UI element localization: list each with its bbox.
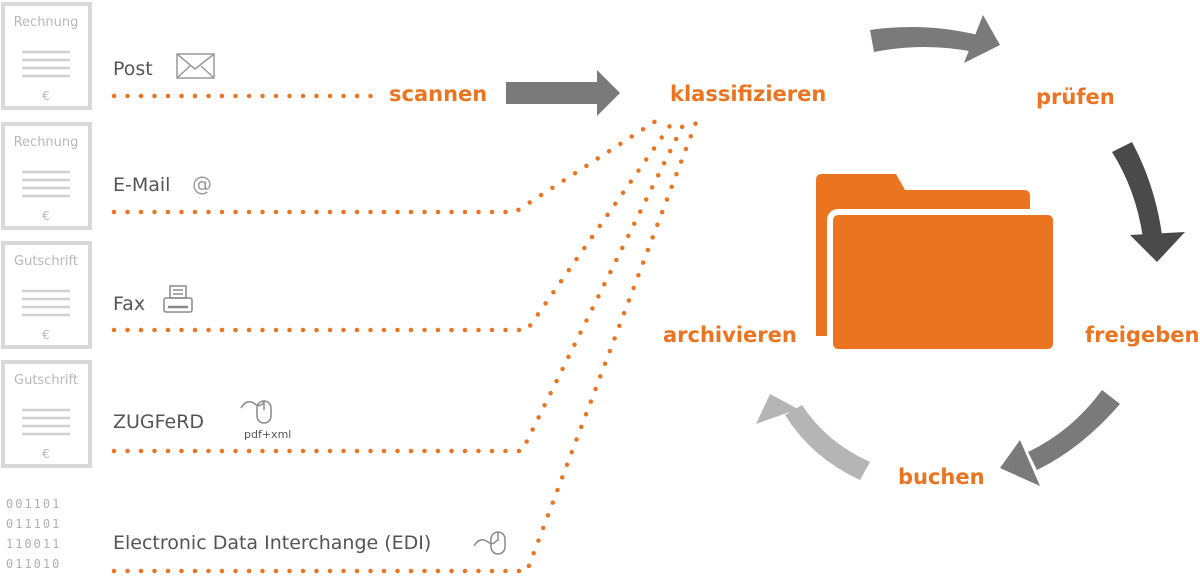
euro-sign: €	[42, 209, 50, 223]
step-approve-label: freigeben	[1085, 323, 1199, 347]
document-gutschrift-2: Gutschrift €	[1, 360, 92, 468]
binary-row: 001101	[6, 497, 61, 511]
channel-edi-label: Electronic Data Interchange (EDI)	[113, 532, 431, 554]
document-rechnung-1: Rechnung €	[1, 2, 92, 110]
document-gutschrift-1: Gutschrift €	[1, 241, 92, 349]
document-title: Gutschrift	[14, 373, 78, 388]
document-title: Rechnung	[14, 135, 79, 150]
channel-fax-label: Fax	[113, 293, 145, 315]
binary-row: 110011	[6, 537, 61, 551]
svg-text:@: @	[192, 172, 212, 196]
cycle-arrow-bottom-icon	[1000, 390, 1120, 486]
step-scan-label: scannen	[389, 82, 487, 106]
cycle-arrow-top-icon	[870, 15, 1000, 63]
arrow-right-icon	[506, 70, 620, 116]
channel-post-label: Post	[113, 58, 153, 80]
at-icon: @	[192, 172, 212, 196]
fax-icon	[163, 285, 193, 313]
channel-email-label: E-Mail	[113, 174, 170, 196]
document-rechnung-2: Rechnung €	[1, 122, 92, 230]
mouse-icon	[240, 400, 272, 424]
envelope-icon	[176, 53, 215, 79]
dotted-path-email	[111, 114, 665, 215]
binary-row: 011101	[6, 517, 61, 531]
channel-zugferd-label: ZUGFeRD	[113, 411, 204, 433]
document-title: Rechnung	[14, 15, 79, 30]
document-title: Gutschrift	[14, 254, 78, 269]
cycle-arrow-right-icon	[1112, 142, 1185, 262]
step-classify-label: klassifizieren	[670, 82, 826, 106]
euro-sign: €	[42, 89, 50, 103]
edi-binary-block: 001101 011101 110011 011010	[6, 497, 61, 571]
dotted-path-fax	[111, 114, 679, 333]
mouse-icon	[473, 531, 506, 555]
step-archive-label: archivieren	[663, 323, 797, 347]
dotted-path-zugferd	[111, 114, 690, 454]
step-book-label: buchen	[898, 465, 985, 489]
zugferd-sublabel: pdf+xml	[244, 428, 291, 441]
cycle-arrow-left-icon	[756, 394, 870, 480]
euro-sign: €	[42, 328, 50, 342]
folder-icon	[816, 174, 1059, 355]
euro-sign: €	[42, 447, 50, 461]
step-check-label: prüfen	[1036, 85, 1115, 109]
binary-row: 011010	[6, 557, 61, 571]
